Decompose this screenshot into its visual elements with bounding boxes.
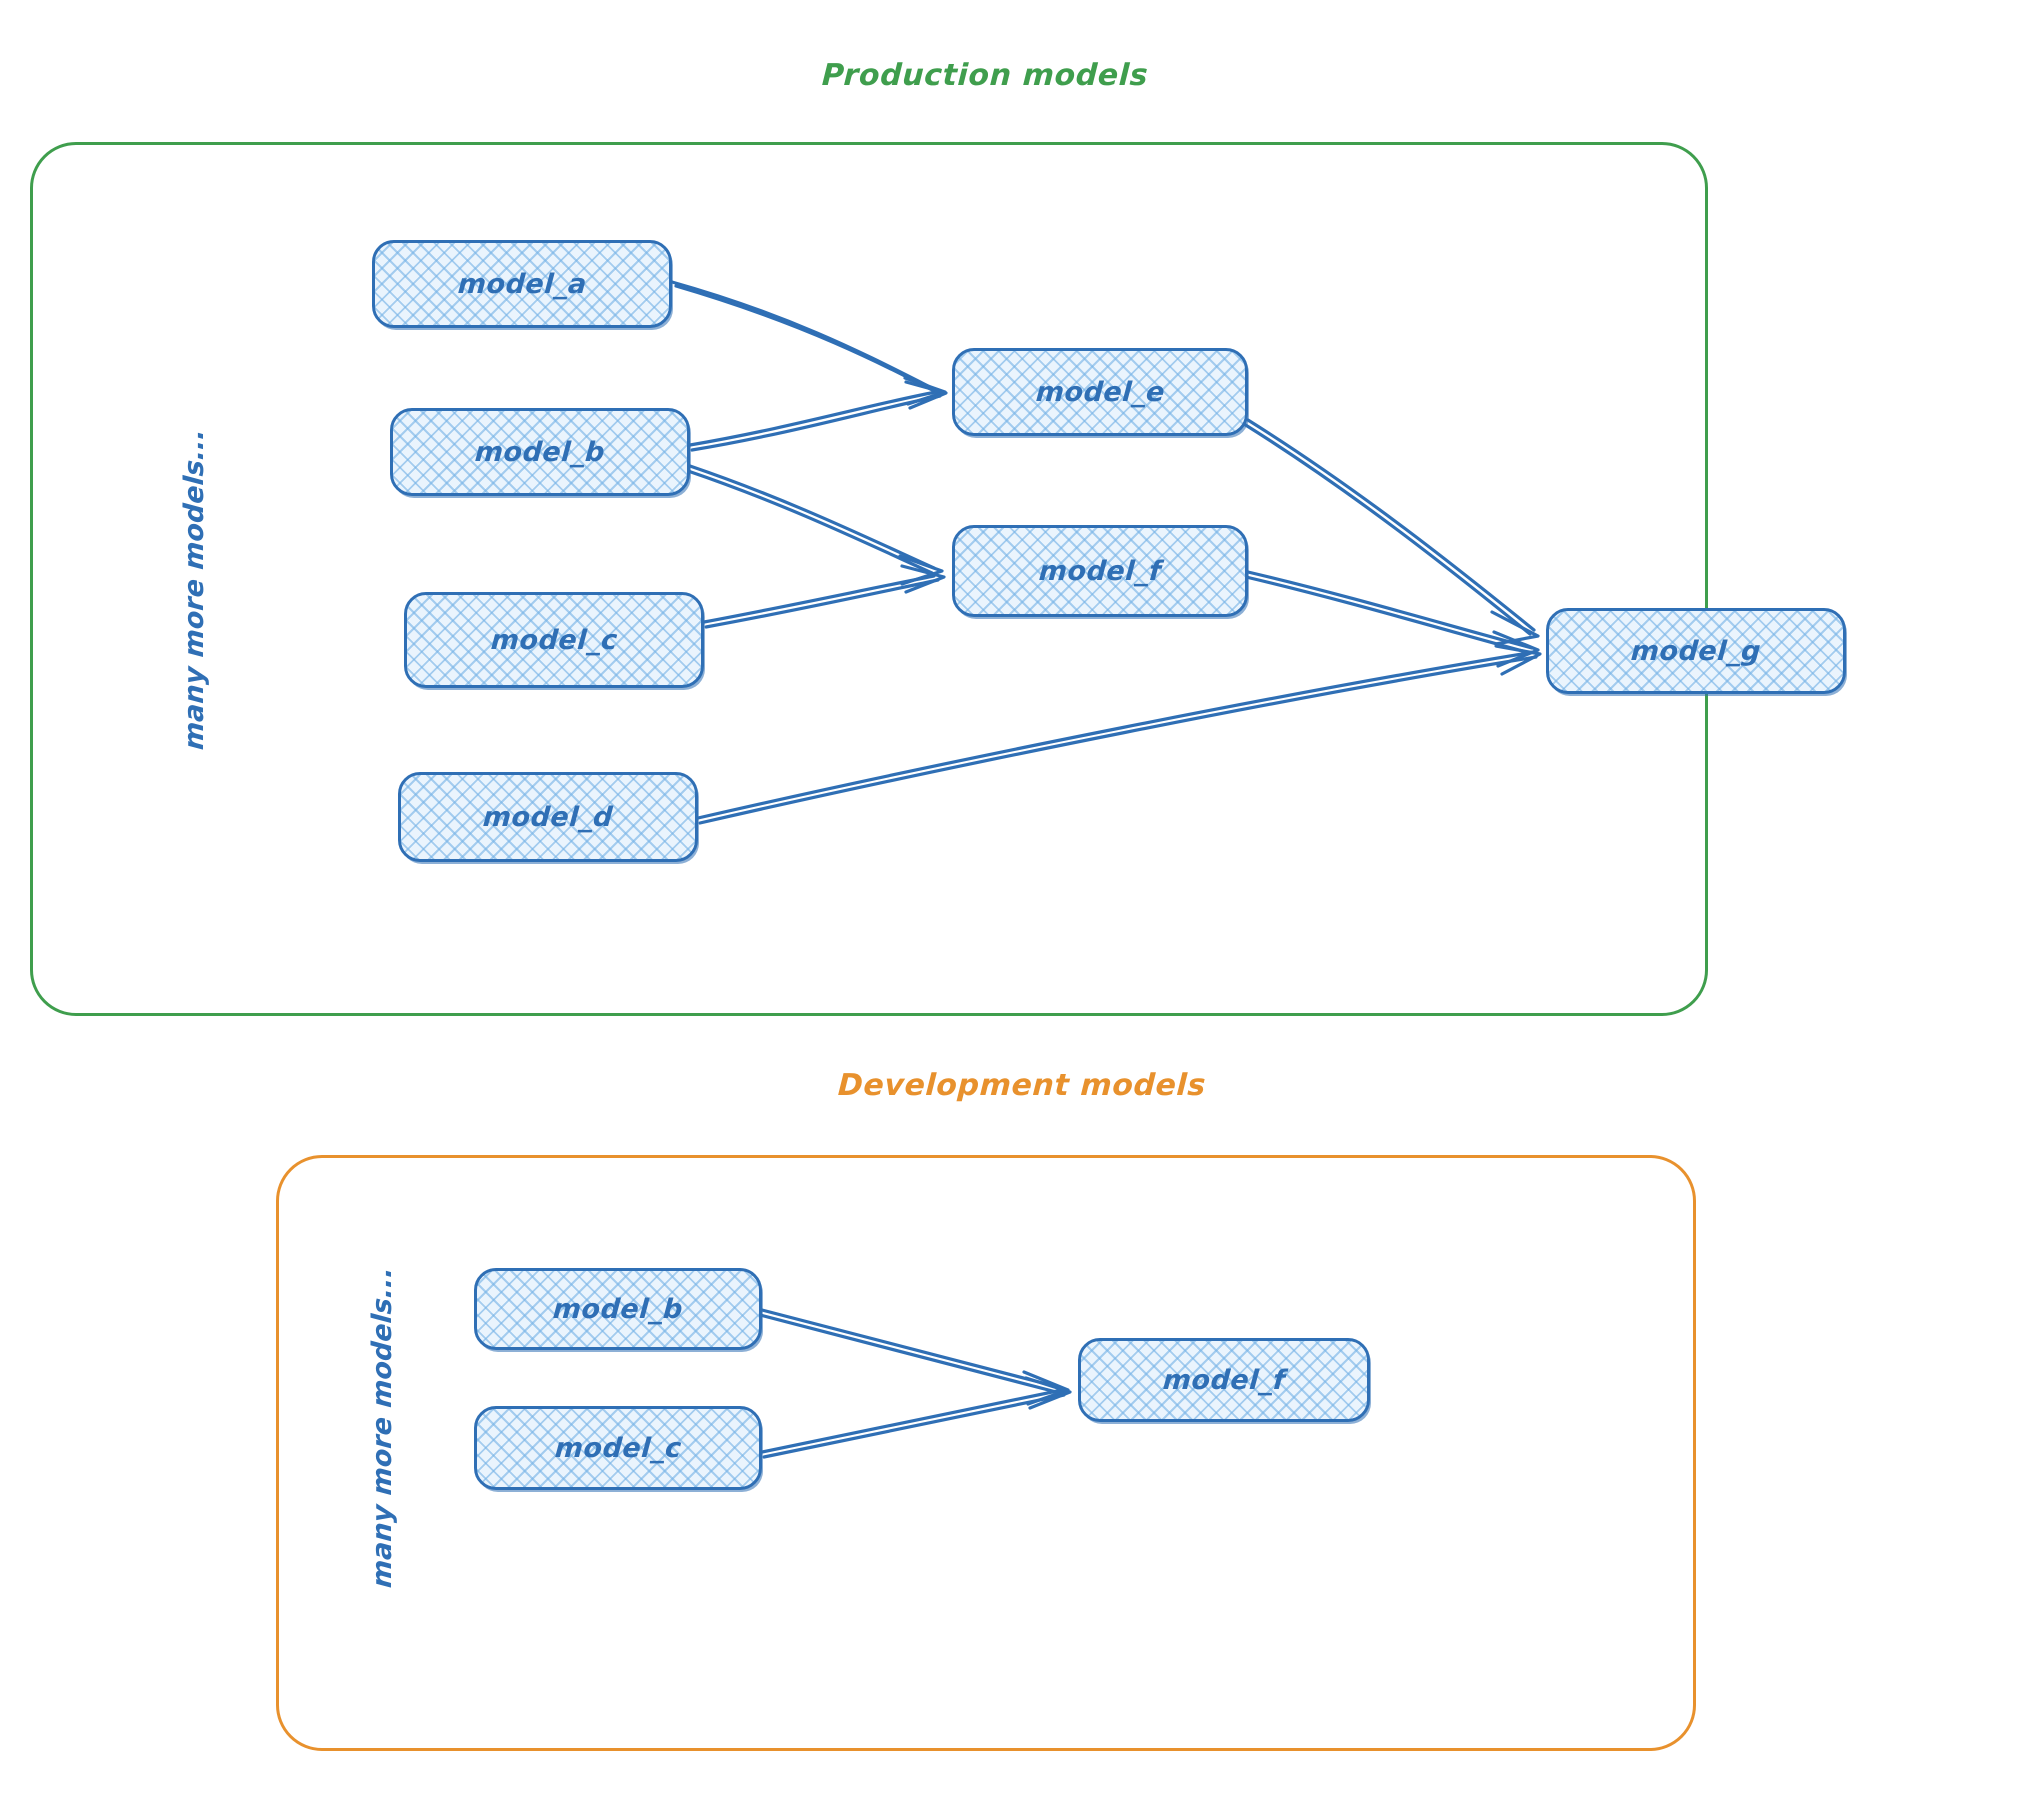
node-label: model_a <box>456 268 588 300</box>
node-dev-model-c[interactable]: model_c <box>474 1406 762 1490</box>
node-model-g[interactable]: model_g <box>1546 608 1846 694</box>
node-model-f[interactable]: model_f <box>952 525 1248 617</box>
node-dev-model-b[interactable]: model_b <box>474 1268 762 1350</box>
node-label: model_f <box>1161 1364 1287 1396</box>
node-label: model_b <box>473 436 607 468</box>
node-dev-model-f[interactable]: model_f <box>1078 1338 1370 1422</box>
development-group-title: Development models <box>837 1068 1207 1103</box>
node-label: model_g <box>1629 635 1763 667</box>
node-model-e[interactable]: model_e <box>952 348 1248 436</box>
production-group-title: Production models <box>821 58 1150 93</box>
node-label: model_c <box>553 1432 683 1464</box>
node-model-d[interactable]: model_d <box>398 772 698 862</box>
node-label: model_f <box>1037 555 1163 587</box>
development-many-more-models-label: many more models... <box>367 1266 398 1589</box>
development-group-container <box>276 1155 1696 1751</box>
node-label: model_e <box>1034 376 1166 408</box>
node-model-b[interactable]: model_b <box>390 408 690 496</box>
node-model-c[interactable]: model_c <box>404 592 704 688</box>
node-label: model_b <box>551 1293 685 1325</box>
node-label: model_d <box>481 801 615 833</box>
production-many-more-models-label: many more models... <box>179 428 210 751</box>
production-group-container <box>30 142 1708 1016</box>
node-model-a[interactable]: model_a <box>372 240 672 328</box>
node-label: model_c <box>489 624 619 656</box>
